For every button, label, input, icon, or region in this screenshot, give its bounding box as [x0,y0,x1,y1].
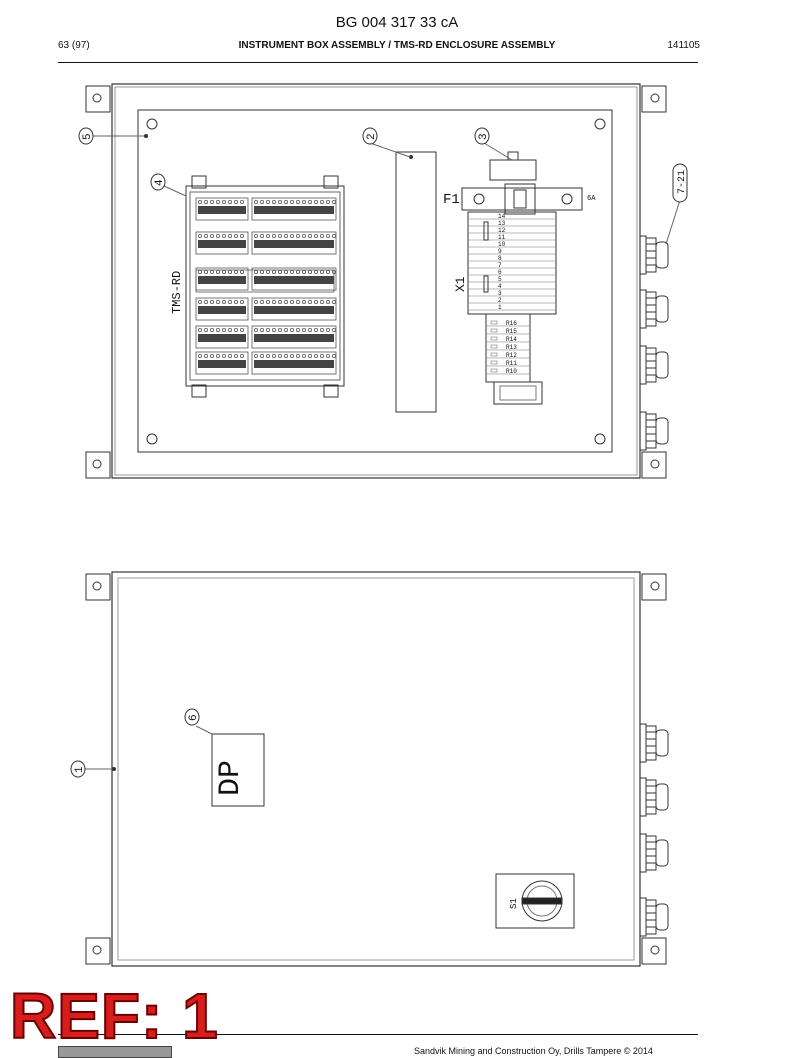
fuse-holder-f1 [461,151,583,215]
callout-7-21 [665,163,688,245]
mounting-lug [85,937,111,965]
callout-5 [78,127,148,145]
callout-4-label: 4 [154,179,166,186]
relay-label: R13 [506,344,517,351]
terminal-strip-x1 [467,211,557,405]
mounting-lug [85,451,111,479]
footer-copyright: Sandvik Mining and Construction Oy, Dril… [414,1046,653,1056]
terminal-number: 7 [498,262,502,269]
cable-gland [639,897,669,937]
terminal-number: 4 [498,283,502,290]
mounting-lug [85,573,111,601]
footer-rule [58,1034,698,1035]
enclosure-open-view [78,83,688,479]
mounting-lug [85,85,111,113]
callout-2-label: 2 [366,133,378,140]
header-rule [58,62,698,63]
terminal-number: 1 [498,304,502,311]
relay-label: R11 [506,360,517,367]
relay-label: R15 [506,328,517,335]
cable-gland [639,289,669,329]
terminal-number: 8 [498,255,502,262]
callout-6-label: 6 [188,714,200,721]
terminal-number: 10 [498,241,506,248]
dp-label-plate [211,733,265,807]
callout-5-label: 5 [82,133,94,140]
cable-gland [639,723,669,763]
mounting-lug [641,937,667,965]
relay-label: R16 [506,320,517,327]
main-switch-s1 [495,873,575,929]
page-number: 63 (97) [58,40,90,51]
tms-rd-label: TMS-RD [170,271,184,314]
cable-gland [639,235,669,275]
cable-gland [639,777,669,817]
relay-label: R14 [506,336,517,343]
fuse-rating-label: 6A [587,195,596,203]
terminal-number: 6 [498,269,502,276]
mounting-plate [137,109,613,453]
mounting-lug [641,451,667,479]
switch-s1-label: S1 [509,898,519,909]
terminal-number: 5 [498,276,502,283]
callout-2 [362,127,411,158]
relay-label: R12 [506,352,517,359]
terminal-number: 11 [498,234,506,241]
terminal-number: 9 [498,248,502,255]
reference-stamp: REF: 1 [9,980,219,1052]
document-code: 141105 [667,40,700,51]
terminal-number: 12 [498,227,506,234]
callout-3-label: 3 [478,133,490,140]
tms-rd-module [185,175,345,398]
callout-4 [150,173,187,197]
cable-gland [639,833,669,873]
cable-duct [395,151,437,413]
terminal-number: 3 [498,290,502,297]
mounting-lug [641,573,667,601]
fuse-f1-label: F1 [443,192,460,208]
terminal-number: 14 [498,213,506,220]
terminal-number: 13 [498,220,506,227]
cable-gland [639,411,669,451]
callout-6 [184,708,213,735]
mounting-lug [641,85,667,113]
relay-label: R10 [506,368,517,375]
enclosure-closed-view [70,571,669,967]
page-title: INSTRUMENT BOX ASSEMBLY / TMS-RD ENCLOSU… [238,40,556,51]
callout-1 [70,760,116,778]
callout-3 [474,127,513,161]
dp-label: DP [214,760,248,796]
callout-7-21-label: 7-21 [677,170,688,194]
terminal-number: 2 [498,297,502,304]
callout-1-label: 1 [74,766,86,773]
terminal-x1-label: X1 [453,276,468,292]
cable-gland [639,345,669,385]
document-number: BG 004 317 33 cA [335,14,459,31]
